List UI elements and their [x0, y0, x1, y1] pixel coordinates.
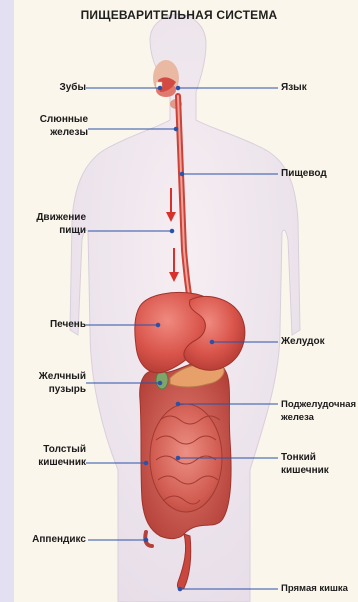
label-rectum: Прямая кишка	[281, 582, 358, 595]
gallbladder-shape	[156, 371, 168, 389]
label-liver: Печень	[30, 318, 86, 331]
label-tongue: Язык	[281, 81, 351, 94]
label-appendix: Аппендикс	[20, 533, 86, 546]
label-esophagus: Пищевод	[281, 167, 351, 180]
label-salivary-glands: Слюнные железы	[26, 113, 88, 139]
label-food-motion: Движение пищи	[22, 211, 86, 237]
diagram-title: ПИЩЕВАРИТЕЛЬНАЯ СИСТЕМА	[14, 8, 344, 22]
label-gallbladder: Желчный пузырь	[26, 370, 86, 396]
label-large-intestine: Толстый кишечник	[26, 443, 86, 469]
label-stomach: Желудок	[281, 335, 351, 348]
label-teeth: Зубы	[30, 81, 86, 94]
label-pancreas: Поджелудочная железа	[281, 398, 358, 424]
label-small-intestine: Тонкий кишечник	[281, 451, 351, 477]
